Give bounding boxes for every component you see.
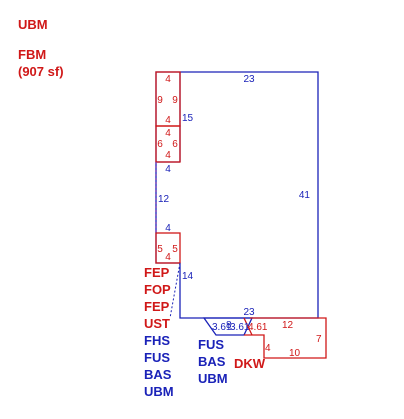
left-label-fep-2: FEP <box>144 299 170 314</box>
bottom-label-ubm: UBM <box>198 371 228 386</box>
dim-main-bottom: 23 <box>243 307 255 318</box>
deck <box>244 317 327 359</box>
deck-label: DKW <box>234 356 266 371</box>
dim-main-right: 41 <box>299 190 311 201</box>
dashed-connector <box>169 262 181 319</box>
dim-box1-right: 9 <box>172 95 178 106</box>
dim-left-lower: 14 <box>182 271 194 282</box>
dim-box2-top: 4 <box>165 128 171 139</box>
dim-box3-right: 5 <box>172 244 178 255</box>
dim-deck-trap: 4.61 <box>248 322 268 333</box>
dim-step-mid: 4 <box>165 164 171 175</box>
dim-deck-bottom: 10 <box>289 348 301 359</box>
left-label-ust: UST <box>144 316 170 331</box>
left-label-fus: FUS <box>144 350 170 365</box>
dim-box3-bottom: 4 <box>165 252 171 263</box>
dim-box1-left: 9 <box>157 95 163 106</box>
dimension-labels: 23 41 23 15 12 14 4 9 9 4 4 6 6 4 4 4 5 … <box>157 74 322 359</box>
left-label-bas: BAS <box>144 367 172 382</box>
dim-box2-left: 6 <box>157 139 163 150</box>
bottom-label-fus: FUS <box>198 337 224 352</box>
left-label-fep: FEP <box>144 265 170 280</box>
top-area-code: UBM <box>18 17 48 32</box>
bump-box-2 <box>155 125 181 163</box>
dim-box3-left: 5 <box>157 244 163 255</box>
left-label-stack: FEP FOP FEP UST FHS FUS BAS UBM <box>144 264 174 400</box>
area-code: FBM <box>18 47 47 62</box>
dim-deck-top: 12 <box>282 320 294 331</box>
bottom-label-bas: BAS <box>198 354 226 369</box>
dim-trap-c: 3.61 <box>230 322 250 333</box>
dim-left-middle: 12 <box>158 194 170 205</box>
dim-box2-right: 6 <box>172 139 178 150</box>
deck-outline <box>244 317 327 359</box>
dim-box2-bottom: 4 <box>165 150 171 161</box>
trapezoid-red-edge <box>243 317 253 336</box>
dim-left-upper: 15 <box>182 113 194 124</box>
dim-box1-bottom: 4 <box>165 115 171 126</box>
dim-box1-top: 4 <box>165 74 171 85</box>
bump-box-3 <box>155 232 181 264</box>
area-value: (907 sf) <box>18 64 64 79</box>
dim-main-top: 23 <box>243 74 255 85</box>
left-label-fop: FOP <box>144 282 171 297</box>
dim-trap-a: 3.61 <box>212 322 232 333</box>
left-label-fhs: FHS <box>144 333 170 348</box>
bottom-label-stack: FUS BAS UBM <box>198 336 228 387</box>
dim-trap-b: 8 <box>226 320 232 331</box>
dim-deck-left: 4 <box>265 343 271 354</box>
dim-box3-top: 4 <box>165 223 171 234</box>
left-label-ubm: UBM <box>144 384 174 399</box>
dim-deck-right: 7 <box>316 334 322 345</box>
bump-outs <box>155 71 181 319</box>
